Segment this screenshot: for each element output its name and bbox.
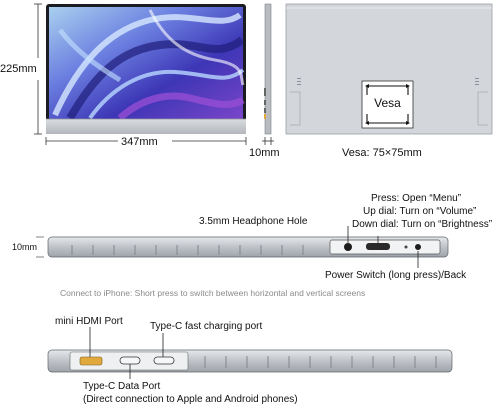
down-dial-callout: Down dial: Turn on “Brightness” <box>352 219 493 230</box>
monitor-back-view <box>285 3 493 135</box>
type-c-data-callout: Type-C Data Port <box>83 381 161 392</box>
type-c-charging-port <box>153 356 175 365</box>
bottom-edge-view <box>47 327 453 379</box>
hdmi-port <box>79 356 103 366</box>
headphone-jack <box>344 243 352 251</box>
type-c-charging-callout: Type-C fast charging port <box>150 321 263 332</box>
width-label: 347mm <box>121 136 158 148</box>
indicator-led <box>404 245 408 249</box>
press-menu-callout: Press: Open “Menu” <box>371 193 462 204</box>
height-label: 225mm <box>0 63 37 75</box>
up-dial-callout: Up dial: Turn on “Volume” <box>363 206 477 217</box>
vesa-box <box>361 80 414 129</box>
top-edge-view <box>36 226 449 268</box>
headphone-callout: 3.5mm Headphone Hole <box>199 216 308 227</box>
vesa-box-label: Vesa <box>374 96 401 110</box>
iphone-note: Connect to iPhone: Short press to switch… <box>60 288 366 298</box>
vesa-label: Vesa: 75×75mm <box>342 147 422 159</box>
height-dimension-line <box>34 3 42 135</box>
power-button <box>415 244 421 250</box>
monitor-side-profile <box>262 3 274 145</box>
joystick-dial <box>366 243 390 250</box>
type-c-data-port <box>119 356 141 365</box>
side-thickness-label: 10mm <box>12 242 38 252</box>
power-callout: Power Switch (long press)/Back <box>325 270 467 281</box>
monitor-chin <box>46 119 246 134</box>
type-c-data-note: (Direct connection to Apple and Android … <box>83 394 298 405</box>
hdmi-callout: mini HDMI Port <box>55 316 123 327</box>
depth-label: 10mm <box>249 147 280 159</box>
monitor-front-view <box>46 4 246 134</box>
width-dimension-line <box>45 137 247 145</box>
